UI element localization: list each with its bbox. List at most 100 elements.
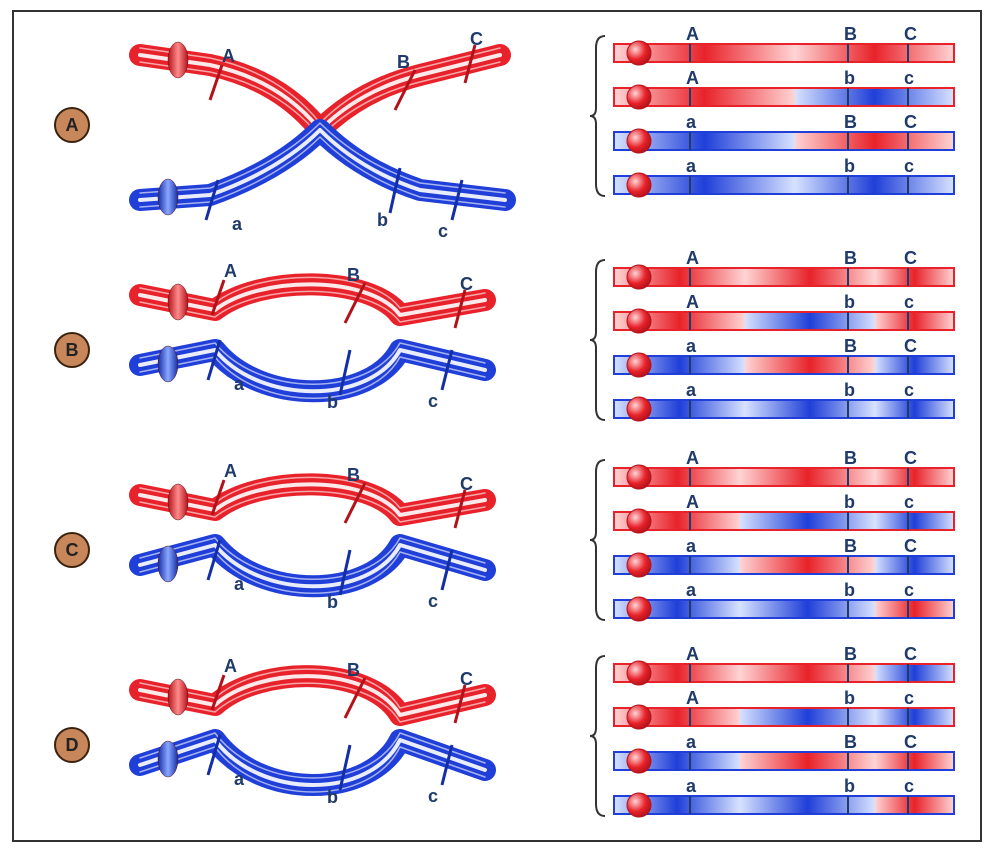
centromere-bead (626, 352, 652, 378)
product-gene-label: c (904, 380, 914, 400)
bar-segment (875, 468, 954, 486)
panel-badge-B: B (54, 332, 90, 368)
bar-segment (745, 268, 875, 286)
bar-segment (875, 796, 954, 814)
gene-label-maternal: B (397, 52, 410, 72)
product-gene-label: B (844, 112, 857, 132)
gene-tick (393, 69, 417, 111)
centromere-bead (626, 40, 652, 66)
gene-tick (204, 179, 220, 221)
bar-segment (795, 44, 954, 62)
panel-badge-D: D (54, 727, 90, 763)
gene-label-maternal: B (347, 465, 360, 485)
product-gene-label: A (686, 644, 699, 664)
bar-segment (740, 468, 875, 486)
product-bar: a b c (613, 156, 955, 198)
product-gene-label: C (904, 336, 917, 356)
bar-segment (875, 356, 954, 374)
maternal-chromosome (129, 273, 496, 326)
paternal-centromere (157, 345, 179, 383)
paternal-centromere (157, 178, 179, 216)
bar-segment (875, 752, 954, 770)
paternal-chromosome (129, 729, 496, 796)
bar-outline (613, 267, 955, 287)
gene-tick (463, 44, 477, 84)
gene-label-maternal: A (224, 656, 237, 676)
product-gene-label: b (844, 380, 855, 400)
centromere-bead (626, 596, 652, 622)
product-gene-label: C (904, 732, 917, 752)
maternal-centromere (167, 483, 189, 521)
product-gene-label: B (844, 536, 857, 556)
panel-badge-A: A (54, 107, 90, 143)
centromere-bead (626, 172, 652, 198)
gene-tick (208, 64, 224, 101)
panel-badge-label: D (66, 735, 79, 755)
bar-outline (613, 707, 955, 727)
bar-outline (613, 131, 955, 151)
gene-tick (453, 489, 467, 529)
maternal-centromere (167, 678, 189, 716)
product-gene-label: C (904, 248, 917, 268)
gene-label-paternal: b (327, 787, 338, 807)
gene-label-maternal: C (460, 274, 473, 294)
gene-tick (338, 549, 352, 596)
gene-tick (450, 179, 464, 221)
gene-tick (343, 282, 367, 324)
bar-segment (875, 664, 954, 682)
gene-label-paternal: c (428, 591, 438, 611)
gene-label-paternal: a (234, 574, 245, 594)
product-gene-label: a (686, 732, 697, 752)
centromere-bead (626, 704, 652, 730)
bar-outline (613, 555, 955, 575)
gene-tick (453, 684, 467, 724)
gene-label-maternal: A (222, 46, 235, 66)
product-gene-label: A (686, 292, 699, 312)
gene-label-maternal: A (224, 461, 237, 481)
gene-label-paternal: c (428, 786, 438, 806)
gene-label-paternal: b (327, 392, 338, 412)
gene-tick (210, 279, 226, 316)
product-gene-label: a (686, 776, 697, 796)
product-gene-label: C (904, 24, 917, 44)
gene-tick (343, 677, 367, 719)
product-gene-label: c (904, 688, 914, 708)
centromere-bead (626, 552, 652, 578)
bar-segment (875, 400, 954, 418)
gene-tick (440, 349, 454, 391)
centromere-bead (626, 396, 652, 422)
product-gene-label: C (904, 536, 917, 556)
product-gene-label: c (904, 492, 914, 512)
gene-label-maternal: C (460, 474, 473, 494)
gene-tick (440, 744, 454, 786)
product-gene-label: a (686, 156, 697, 176)
bar-segment (740, 664, 875, 682)
gene-label-paternal: a (234, 374, 245, 394)
product-gene-label: c (904, 156, 914, 176)
gene-tick (210, 479, 226, 516)
product-gene-label: a (686, 536, 697, 556)
gene-tick (206, 339, 222, 381)
product-gene-label: A (686, 248, 699, 268)
panel-badge-label: B (66, 340, 79, 360)
product-gene-label: a (686, 580, 697, 600)
paternal-chromosome (129, 119, 516, 211)
bar-segment (875, 268, 954, 286)
product-gene-label: b (844, 156, 855, 176)
bar-segment (740, 796, 875, 814)
centromere-bead (626, 128, 652, 154)
product-gene-label: b (844, 580, 855, 600)
bar-outline (613, 599, 955, 619)
product-gene-label: B (844, 644, 857, 664)
